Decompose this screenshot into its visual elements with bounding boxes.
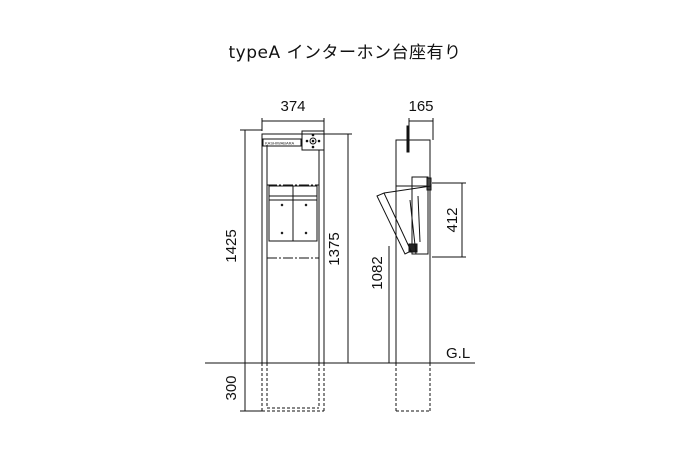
name-plate bbox=[262, 138, 302, 147]
intercom-camera bbox=[309, 137, 317, 145]
side-buried-part bbox=[395, 363, 431, 412]
side-post-outline bbox=[395, 139, 431, 364]
dim-front-total-height: 1425 bbox=[223, 229, 240, 262]
side-view bbox=[376, 125, 432, 412]
side-mailbox-hinge bbox=[426, 177, 432, 191]
intercom-bracket bbox=[406, 125, 410, 153]
dim-side-post-height: 1082 bbox=[369, 256, 386, 289]
dim-front-buried: 300 bbox=[223, 375, 240, 400]
dim-side-box-height: 412 bbox=[444, 207, 461, 232]
intercom-plate bbox=[301, 130, 325, 151]
dim-front-height: 1375 bbox=[326, 232, 343, 265]
dim-front-width: 374 bbox=[280, 98, 305, 115]
side-dimension-lines bbox=[388, 118, 466, 363]
page-title: typeA インターホン台座有り bbox=[228, 43, 462, 63]
mailbox-lid bbox=[376, 192, 412, 255]
ground-label: G.L bbox=[446, 345, 470, 362]
front-post-outline bbox=[261, 133, 325, 364]
dim-side-depth: 165 bbox=[408, 98, 433, 115]
brand-plate-text: KASHIWABARA bbox=[265, 141, 295, 146]
front-view bbox=[261, 130, 325, 412]
front-buried-part bbox=[261, 363, 325, 412]
front-dimension-lines bbox=[240, 118, 352, 412]
